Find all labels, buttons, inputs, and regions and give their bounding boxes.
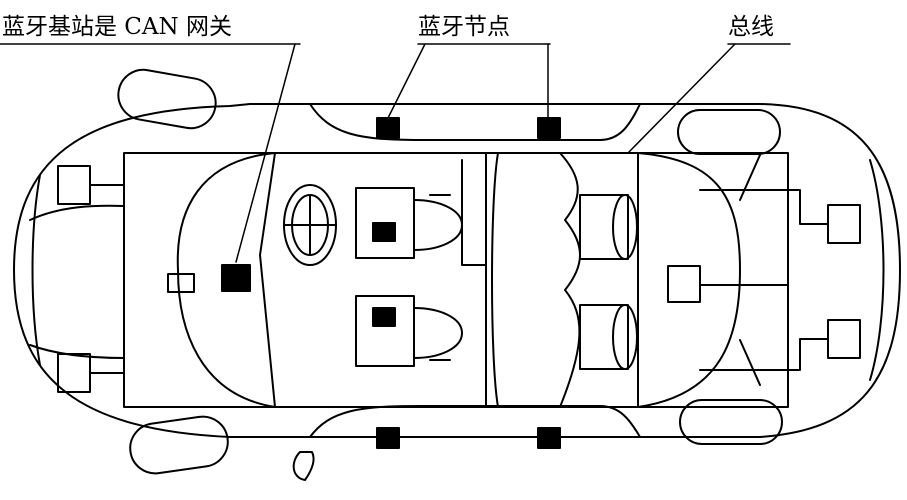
node-bottom-left [376,427,400,449]
node-bottom-right [537,427,561,449]
label-gateway: 蓝牙基站是 CAN 网关 [2,14,232,40]
rear-window-curve [637,152,741,408]
front-seats [355,187,463,367]
wheels [117,68,783,475]
center-console [461,159,487,266]
gateway-node [221,264,251,292]
label-bluetooth-node: 蓝牙节点 [418,14,510,40]
node-seat-rear [372,307,396,327]
node-seat-front [372,222,396,242]
rear-seats [491,152,638,408]
side-mirror [292,451,315,481]
front-sensor [167,273,195,293]
rear-lights [699,189,861,371]
node-top-right [537,117,561,139]
bluetooth-nodes [221,117,561,449]
leader-lines [0,43,791,263]
label-bus: 总线 [728,14,774,40]
steering-wheel [283,184,337,266]
windshield-curve [176,152,276,408]
car-body-outline [13,103,901,438]
node-top-left [376,117,400,139]
front-lights [29,165,125,393]
bus-wiring [667,265,789,303]
cabin-frame [123,152,789,408]
